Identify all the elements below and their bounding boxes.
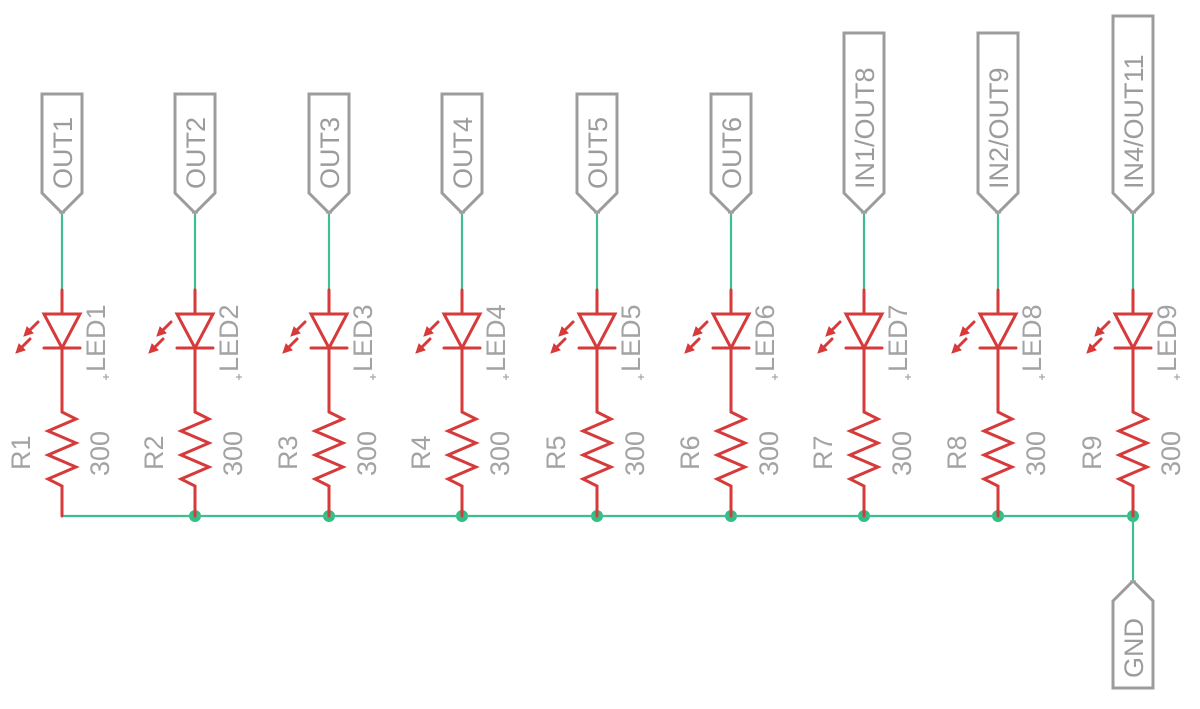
resistor-symbol-3 bbox=[311, 410, 347, 518]
resistor-value-5: 300 bbox=[620, 431, 650, 476]
led-arrow-head bbox=[817, 343, 828, 354]
resistor-value-8: 300 bbox=[1021, 431, 1051, 476]
resistor-symbol-1 bbox=[44, 410, 80, 518]
led-arrow-head bbox=[959, 326, 970, 337]
led-arrow-head bbox=[282, 343, 293, 354]
resistor-symbol-9 bbox=[1115, 410, 1151, 518]
resistor-symbol-4 bbox=[444, 410, 480, 518]
led-arrow-head bbox=[415, 343, 426, 354]
resistor-label-9: R9 bbox=[1077, 435, 1107, 470]
led-label-3: LED3 bbox=[348, 304, 378, 372]
port-frame-2 bbox=[173, 92, 217, 216]
led-label-1: LED1 bbox=[81, 304, 111, 372]
port-frame-7 bbox=[842, 31, 886, 216]
gnd-port-frame bbox=[1111, 578, 1155, 690]
resistor-label-7: R7 bbox=[808, 435, 838, 470]
led-arrow-head bbox=[23, 326, 34, 337]
port-frame-9 bbox=[1111, 14, 1155, 216]
led-symbol-9 bbox=[1112, 312, 1154, 352]
resistor-label-3: R3 bbox=[273, 435, 303, 470]
port-frame-1 bbox=[40, 92, 84, 216]
port-label-2: OUT2 bbox=[181, 117, 211, 189]
parts-layer bbox=[15, 14, 1155, 690]
resistor-label-8: R8 bbox=[942, 435, 972, 470]
led-arrow-head bbox=[1086, 343, 1097, 354]
resistor-symbol-2 bbox=[177, 410, 213, 518]
led-symbol-1 bbox=[41, 312, 83, 352]
led-symbol-5 bbox=[576, 312, 618, 352]
led-symbol-3 bbox=[308, 312, 350, 352]
led-label-4: LED4 bbox=[481, 304, 511, 372]
resistor-symbol-6 bbox=[713, 410, 749, 518]
resistor-label-6: R6 bbox=[675, 435, 705, 470]
resistor-value-4: 300 bbox=[485, 431, 515, 476]
led-arrow-head bbox=[15, 343, 26, 354]
port-label-1: OUT1 bbox=[48, 117, 78, 189]
resistor-symbol-5 bbox=[579, 410, 615, 518]
led-arrow-head bbox=[951, 343, 962, 354]
led-arrow-head bbox=[825, 326, 836, 337]
port-label-4: OUT4 bbox=[448, 117, 478, 189]
led-symbol-4 bbox=[441, 312, 483, 352]
resistor-value-3: 300 bbox=[352, 431, 382, 476]
led-symbol-6 bbox=[710, 312, 752, 352]
resistor-label-4: R4 bbox=[406, 435, 436, 470]
led-arrow-head bbox=[156, 326, 167, 337]
resistor-value-7: 300 bbox=[887, 431, 917, 476]
port-label-7: IN1/OUT8 bbox=[850, 67, 880, 189]
resistor-value-6: 300 bbox=[754, 431, 784, 476]
port-label-5: OUT5 bbox=[583, 117, 613, 189]
resistor-symbol-7 bbox=[846, 410, 882, 518]
led-arrow-head bbox=[290, 326, 301, 337]
wires-layer bbox=[60, 213, 1139, 581]
led-arrow-head bbox=[550, 343, 561, 354]
led-label-5: LED5 bbox=[616, 304, 646, 372]
resistor-label-2: R2 bbox=[139, 435, 169, 470]
port-label-6: OUT6 bbox=[717, 117, 747, 189]
led-arrow-head bbox=[558, 326, 569, 337]
port-frame-5 bbox=[575, 92, 619, 216]
led-symbol-7 bbox=[843, 312, 885, 352]
resistor-value-2: 300 bbox=[218, 431, 248, 476]
led-symbol-2 bbox=[174, 312, 216, 352]
led-label-8: LED8 bbox=[1017, 304, 1047, 372]
led-label-7: LED7 bbox=[883, 304, 913, 372]
led-arrow-head bbox=[423, 326, 434, 337]
port-label-3: OUT3 bbox=[315, 117, 345, 189]
port-frame-8 bbox=[976, 31, 1020, 216]
led-arrow-head bbox=[692, 326, 703, 337]
resistor-value-9: 300 bbox=[1156, 431, 1186, 476]
gnd-port-label: GND bbox=[1119, 618, 1149, 678]
port-label-9: IN4/OUT11 bbox=[1119, 54, 1149, 189]
port-label-8: IN2/OUT9 bbox=[984, 67, 1014, 189]
led-arrow-head bbox=[684, 343, 695, 354]
led-label-2: LED2 bbox=[214, 304, 244, 372]
resistor-label-1: R1 bbox=[6, 435, 36, 470]
resistor-value-1: 300 bbox=[85, 431, 115, 476]
port-frame-3 bbox=[307, 92, 351, 216]
port-frame-4 bbox=[440, 92, 484, 216]
resistor-symbol-8 bbox=[980, 410, 1016, 518]
led-arrow-head bbox=[1094, 326, 1105, 337]
led-label-9: LED9 bbox=[1152, 304, 1182, 372]
led-label-6: LED6 bbox=[750, 304, 780, 372]
resistor-label-5: R5 bbox=[541, 435, 571, 470]
led-symbol-8 bbox=[977, 312, 1019, 352]
led-arrow-head bbox=[148, 343, 159, 354]
port-frame-6 bbox=[709, 92, 753, 216]
